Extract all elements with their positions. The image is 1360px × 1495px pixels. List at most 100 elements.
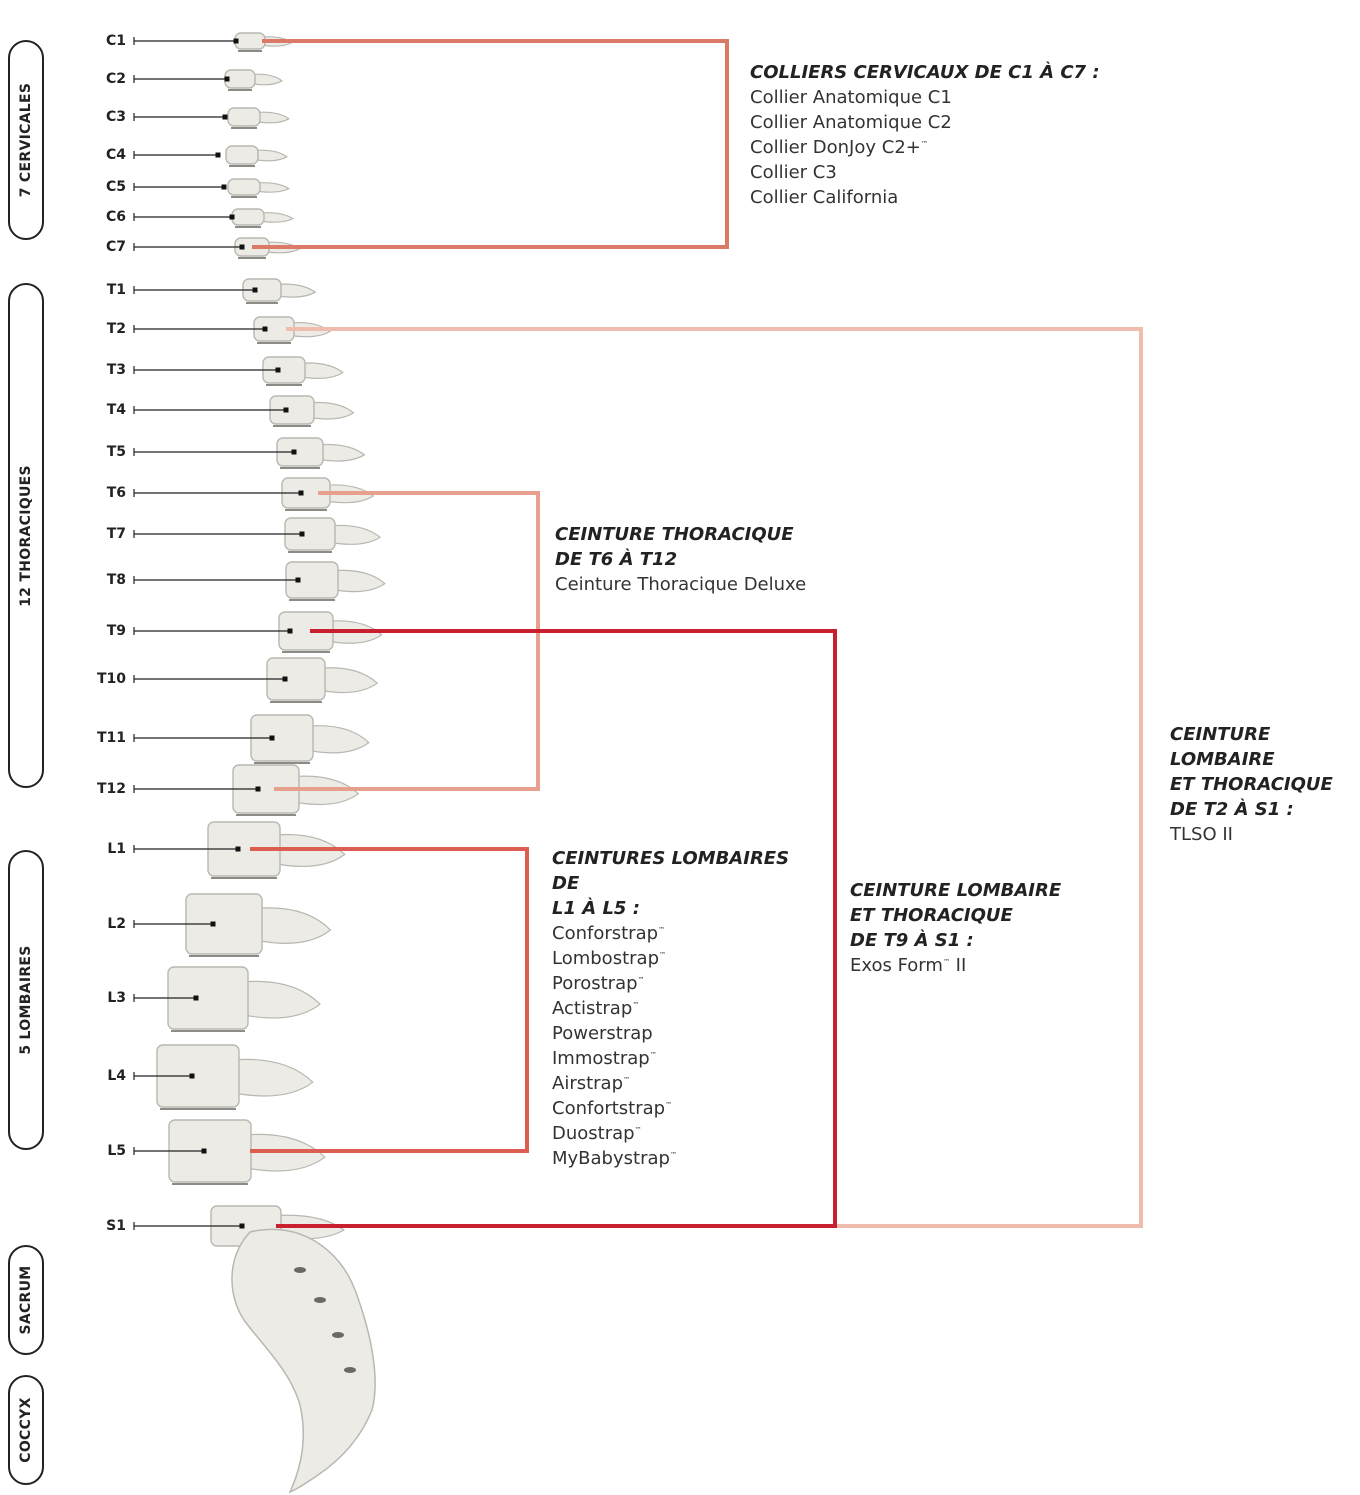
- cervical-collars-block: COLLIERS CERVICAUX DE C1 À C7 : Collier …: [750, 60, 1110, 210]
- vertebra-label-c3: C3: [86, 109, 126, 125]
- vertebra-label-t8: T8: [86, 572, 126, 588]
- t9-s1-item: Exos Form™ II: [850, 953, 1090, 978]
- t2-s1-belt-block: CEINTURE LOMBAIRE ET THORACIQUE DE T2 À …: [1170, 722, 1358, 847]
- vertebra-label-c5: C5: [86, 179, 126, 195]
- vertebra-label-t12: T12: [86, 781, 126, 797]
- leader-dot: [216, 153, 221, 158]
- lumbar-belts-block: CEINTURES LOMBAIRES DE L1 À L5 : Confors…: [552, 846, 822, 1171]
- t9-s1-header-line3: DE T9 À S1 :: [850, 928, 1090, 953]
- leader-dot: [296, 578, 301, 583]
- region-thoraciques: 12 THORACIQUES: [8, 283, 44, 788]
- vertebra-body: [228, 179, 260, 195]
- vertebra-body: [226, 146, 258, 164]
- vertebra-label-l3: L3: [86, 990, 126, 1006]
- lumbar-item: Immostrap™: [552, 1046, 822, 1071]
- vertebra-label-s1: S1: [86, 1218, 126, 1234]
- region-cervicales: 7 CERVICALES: [8, 40, 44, 240]
- bracket-c1-c7: [252, 41, 727, 247]
- leader-dot: [284, 408, 289, 413]
- cervical-item: Collier DonJoy C2+™: [750, 135, 1110, 160]
- vertebra-label-t1: T1: [86, 282, 126, 298]
- vertebra-label-c2: C2: [86, 71, 126, 87]
- leader-dot: [256, 787, 261, 792]
- t9-s1-header-line2: ET THORACIQUE: [850, 903, 1090, 928]
- thoracic-belt-block: CEINTURE THORACIQUE DE T6 À T12 Ceinture…: [555, 522, 835, 597]
- region-coccyx: COCCYX: [8, 1375, 44, 1485]
- vertebra-label-t10: T10: [86, 671, 126, 687]
- lumbar-belts-header-line2: L1 À L5 :: [552, 896, 822, 921]
- leader-dot: [288, 629, 293, 634]
- vertebra-label-t5: T5: [86, 444, 126, 460]
- vertebra-label-t7: T7: [86, 526, 126, 542]
- leader-dot: [270, 736, 275, 741]
- lumbar-item: Actistrap™: [552, 996, 822, 1021]
- t2-s1-header-line1: CEINTURE LOMBAIRE: [1170, 722, 1358, 772]
- cervical-item: Collier C3: [750, 160, 1110, 185]
- lumbar-item: Airstrap™: [552, 1071, 822, 1096]
- t2-s1-header-line2: ET THORACIQUE: [1170, 772, 1358, 797]
- cervical-item: Collier Anatomique C1: [750, 85, 1110, 110]
- vertebra-body: [235, 33, 265, 49]
- vertebra-label-c6: C6: [86, 209, 126, 225]
- vertebra-label-t9: T9: [86, 623, 126, 639]
- cervical-item: Collier California: [750, 185, 1110, 210]
- leader-dot: [211, 922, 216, 927]
- leader-dot: [190, 1074, 195, 1079]
- t2-s1-header-line3: DE T2 À S1 :: [1170, 797, 1358, 822]
- leader-dot: [194, 996, 199, 1001]
- leader-dot: [234, 39, 239, 44]
- vertebra-label-l2: L2: [86, 916, 126, 932]
- t9-s1-belt-block: CEINTURE LOMBAIRE ET THORACIQUE DE T9 À …: [850, 878, 1090, 978]
- leader-dot: [240, 1224, 245, 1229]
- region-label-cervicales: 7 CERVICALES: [18, 83, 34, 198]
- vertebra-body: [228, 108, 260, 126]
- region-label-coccyx: COCCYX: [18, 1397, 34, 1462]
- vertebral-column: [157, 33, 385, 1492]
- leader-dot: [253, 288, 258, 293]
- thoracic-belt-header-line2: DE T6 À T12: [555, 547, 835, 572]
- region-sacrum: SACRUM: [8, 1245, 44, 1355]
- sacral-foramen: [314, 1297, 326, 1303]
- vertebra-body: [232, 209, 264, 225]
- thoracic-item: Ceinture Thoracique Deluxe: [555, 572, 835, 597]
- leader-dot: [292, 450, 297, 455]
- vertebra-label-t6: T6: [86, 485, 126, 501]
- lumbar-belts-header-line1: CEINTURES LOMBAIRES DE: [552, 846, 822, 896]
- vertebra-label-l1: L1: [86, 841, 126, 857]
- lumbar-item: Powerstrap: [552, 1021, 822, 1046]
- vertebra-label-t4: T4: [86, 402, 126, 418]
- region-label-sacrum: SACRUM: [18, 1265, 34, 1334]
- leader-dot: [225, 77, 230, 82]
- leader-dot: [223, 115, 228, 120]
- sacral-foramen: [294, 1267, 306, 1273]
- t2-s1-item: TLSO II: [1170, 822, 1358, 847]
- vertebra-label-c7: C7: [86, 239, 126, 255]
- lumbar-item: Lombostrap™: [552, 946, 822, 971]
- sacral-foramen: [344, 1367, 356, 1373]
- leader-dot: [300, 532, 305, 537]
- leader-dot: [230, 215, 235, 220]
- lumbar-item: Porostrap™: [552, 971, 822, 996]
- leader-dot: [236, 847, 241, 852]
- vertebra-label-c1: C1: [86, 33, 126, 49]
- lumbar-item: Confortstrap™: [552, 1096, 822, 1121]
- thoracic-belt-header-line1: CEINTURE THORACIQUE: [555, 522, 835, 547]
- t9-s1-header-line1: CEINTURE LOMBAIRE: [850, 878, 1090, 903]
- lumbar-item: MyBabystrap™: [552, 1146, 822, 1171]
- lumbar-item: Duostrap™: [552, 1121, 822, 1146]
- vertebra-label-t3: T3: [86, 362, 126, 378]
- leader-dot: [283, 677, 288, 682]
- vertebra-label-t2: T2: [86, 321, 126, 337]
- region-label-lombaires: 5 LOMBAIRES: [18, 945, 34, 1054]
- leader-dot: [240, 245, 245, 250]
- lumbar-item: Conforstrap™: [552, 921, 822, 946]
- vertebra-label-l4: L4: [86, 1068, 126, 1084]
- cervical-item: Collier Anatomique C2: [750, 110, 1110, 135]
- region-label-thoraciques: 12 THORACIQUES: [18, 465, 34, 607]
- leader-dot: [202, 1149, 207, 1154]
- vertebra-label-c4: C4: [86, 147, 126, 163]
- leader-dot: [299, 491, 304, 496]
- cervical-collars-header: COLLIERS CERVICAUX DE C1 À C7 :: [750, 60, 1110, 85]
